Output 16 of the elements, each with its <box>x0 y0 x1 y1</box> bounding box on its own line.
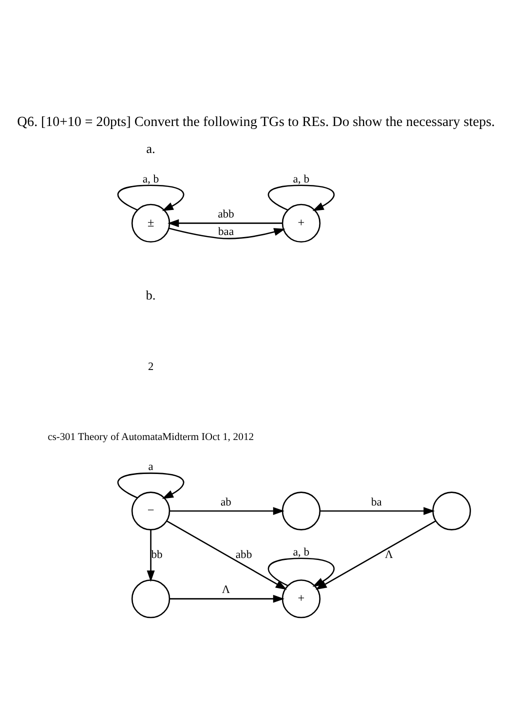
edge-label: abb <box>236 548 252 560</box>
label: cs-301 Theory of AutomataMidterm IOct 1, 2012 <box>48 432 254 443</box>
edge-label: Λ <box>384 548 394 560</box>
edge-label: a, b <box>293 172 310 185</box>
label: a. <box>146 140 156 156</box>
label: b. <box>146 287 156 302</box>
edge-label: a, b <box>142 172 159 185</box>
edge-label: abb <box>218 208 234 220</box>
diagram-title: Q6. [10+10 = 20pts] Convert the following TGs to REs. Do show the necessary steps. <box>17 114 495 130</box>
edge-label: a <box>148 460 154 473</box>
label: 2 <box>148 360 154 373</box>
edge-label: baa <box>218 225 234 238</box>
edge-label: ab <box>220 496 232 508</box>
edge-label: ba <box>371 496 382 508</box>
edge-label: a, b <box>293 546 310 558</box>
edge-label: Λ <box>222 584 230 596</box>
